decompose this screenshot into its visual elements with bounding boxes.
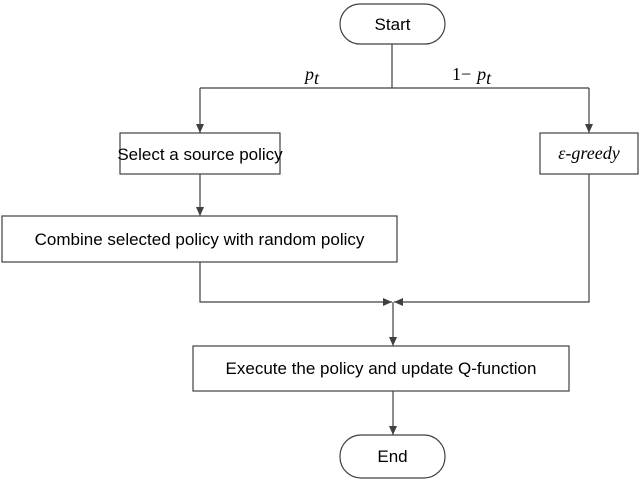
- select-source-policy-label: Select a source policy: [117, 145, 283, 164]
- epsilon-greedy-label: ε-greedy: [558, 143, 619, 163]
- end-shape: [339, 434, 446, 479]
- epsilon-to-merge-line: [394, 174, 590, 306]
- epsilon-greedy-node: ε-greedy: [539, 132, 639, 175]
- execute-policy-label: Execute the policy and update Q-function: [226, 359, 537, 378]
- combine-to-merge-line: [199, 262, 392, 306]
- select-source-policy-node: Select a source policy: [117, 132, 283, 175]
- start-label: Start: [375, 15, 411, 34]
- combine-policy-label: Combine selected policy with random poli…: [35, 230, 365, 249]
- right-probability-label: 1−pt: [452, 64, 492, 88]
- end-node: End: [339, 434, 446, 479]
- combine-policy-shape: [1, 215, 398, 263]
- epsilon-greedy-shape: [539, 132, 639, 175]
- left-probability-label: pt: [303, 64, 320, 88]
- start-node: Start: [339, 3, 446, 45]
- execute-policy-node: Execute the policy and update Q-function: [192, 345, 570, 392]
- end-label: End: [377, 447, 407, 466]
- execute-policy-shape: [192, 345, 570, 392]
- combine-policy-node: Combine selected policy with random poli…: [1, 215, 398, 263]
